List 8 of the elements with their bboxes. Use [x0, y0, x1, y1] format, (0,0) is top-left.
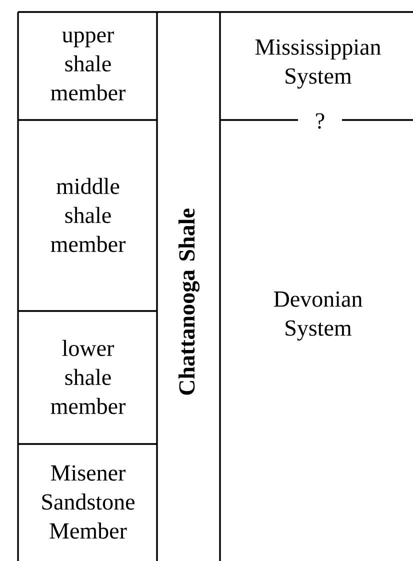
member-label: upper shale member	[50, 31, 126, 101]
member-label: lower shale member	[50, 340, 126, 414]
query-mark: ?	[316, 113, 324, 129]
formation-label: Chattanooga Shale	[178, 208, 200, 395]
member-label: Misener Sandstone Member	[42, 465, 134, 539]
system-label: Devonian System	[274, 291, 362, 341]
member-label: middle shale member	[50, 178, 126, 252]
system-label: Mississippian System	[255, 39, 381, 89]
